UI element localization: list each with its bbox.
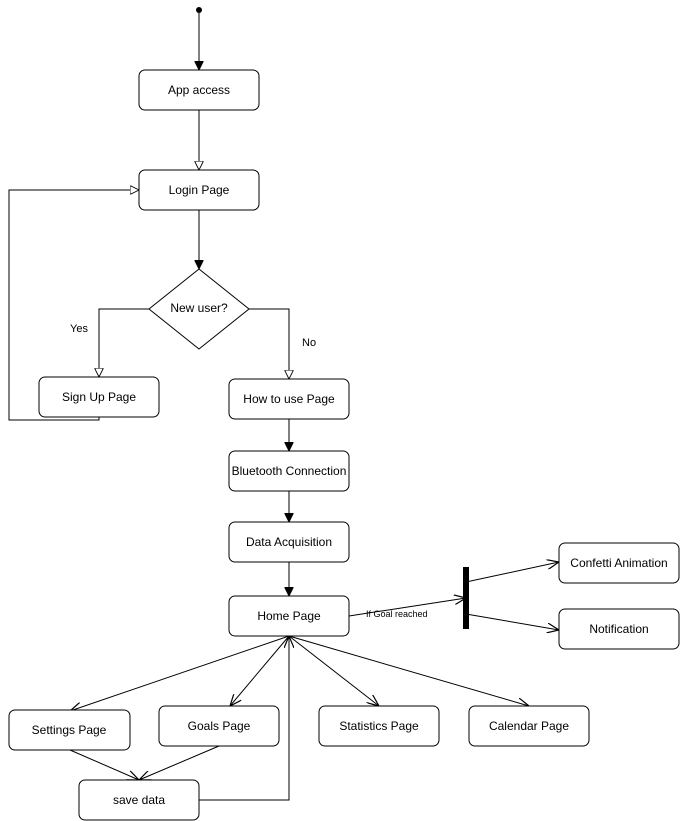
node-save-data-label: save data xyxy=(113,793,165,807)
edge-label-no: No xyxy=(302,337,316,349)
node-confetti-animation: Confetti Animation xyxy=(558,542,680,584)
edge-home-to-statistics xyxy=(288,635,379,706)
decision-new-user-label: New user? xyxy=(170,301,228,315)
edge-save-to-home xyxy=(199,636,289,801)
edge-home-to-calendar xyxy=(288,635,529,706)
node-sign-up-page-label: Sign Up Page xyxy=(62,390,136,404)
edge-home-to-settings xyxy=(70,635,290,711)
node-sign-up-page: Sign Up Page xyxy=(38,376,160,418)
edge-fork-to-confetti xyxy=(465,562,559,583)
node-confetti-animation-label: Confetti Animation xyxy=(570,556,667,570)
node-statistics-page: Statistics Page xyxy=(318,705,440,747)
node-settings-page: Settings Page xyxy=(8,709,131,751)
node-login-page-label: Login Page xyxy=(169,183,230,197)
node-save-data: save data xyxy=(78,779,200,821)
node-statistics-page-label: Statistics Page xyxy=(339,719,419,733)
edge-label-if-goal-reached: If Goal reached xyxy=(366,609,428,619)
node-notification-label: Notification xyxy=(589,622,648,636)
edge-home-to-fork xyxy=(348,598,466,617)
edge-signup-back-to-login xyxy=(8,190,139,421)
initial-node xyxy=(196,7,202,13)
node-app-access-label: App access xyxy=(168,83,230,97)
edge-fork-to-notification xyxy=(465,613,559,630)
node-how-to-use-page-label: How to use Page xyxy=(243,392,335,406)
node-login-page: Login Page xyxy=(138,169,260,211)
node-calendar-page-label: Calendar Page xyxy=(489,719,569,733)
node-calendar-page: Calendar Page xyxy=(468,705,590,747)
edges xyxy=(8,10,559,801)
node-bluetooth-connection: Bluetooth Connection xyxy=(228,450,350,492)
node-notification: Notification xyxy=(558,608,680,650)
node-settings-page-label: Settings Page xyxy=(32,723,107,737)
edge-decision-yes-to-signup xyxy=(99,308,149,377)
edge-goals-to-save xyxy=(139,745,220,780)
edge-home-to-goals xyxy=(230,635,290,706)
decision-new-user: New user? xyxy=(148,268,250,350)
edge-settings-to-save xyxy=(69,749,139,780)
node-how-to-use-page: How to use Page xyxy=(228,378,350,420)
node-app-access: App access xyxy=(138,69,260,111)
edge-label-yes: Yes xyxy=(70,323,88,335)
node-data-acquisition-label: Data Acquisition xyxy=(246,535,332,549)
node-home-page-label: Home Page xyxy=(257,609,321,623)
node-data-acquisition: Data Acquisition xyxy=(228,521,350,563)
fork-bar xyxy=(463,567,469,629)
edge-decision-no-to-howto xyxy=(249,308,289,379)
node-goals-page-label: Goals Page xyxy=(188,719,251,733)
node-bluetooth-connection-label: Bluetooth Connection xyxy=(232,464,347,478)
node-goals-page: Goals Page xyxy=(158,705,280,747)
node-home-page: Home Page xyxy=(228,595,350,637)
